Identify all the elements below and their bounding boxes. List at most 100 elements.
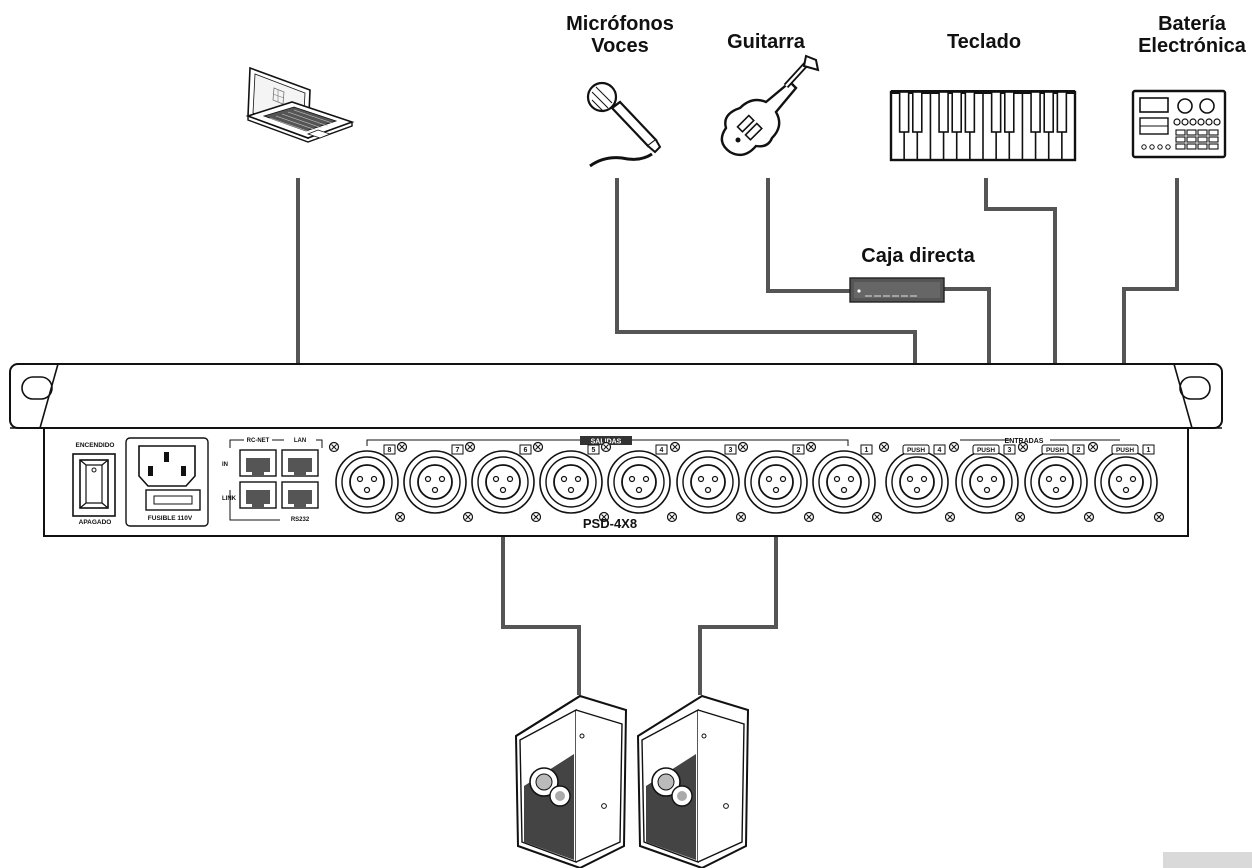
drum-pad xyxy=(1197,136,1208,143)
laptop-icon xyxy=(245,66,355,143)
drum-button xyxy=(1149,144,1155,150)
xlr-input-4[interactable]: 4 PUSH xyxy=(878,441,956,523)
black-key xyxy=(990,91,1002,133)
rack-front-panel xyxy=(9,363,1223,429)
drum-button xyxy=(1157,144,1163,150)
black-key xyxy=(911,91,923,133)
xlr-output-2[interactable]: 2 xyxy=(737,441,815,523)
cable-output-6-speaker xyxy=(501,482,581,695)
power-off-label: APAGADO xyxy=(79,519,112,526)
drum-pad xyxy=(1175,143,1186,150)
xlr-output-1[interactable]: 1 xyxy=(805,441,883,523)
xlr-output-4[interactable]: 4 xyxy=(600,441,678,523)
drum-pad xyxy=(1197,143,1208,150)
keyboard-keys xyxy=(898,91,1068,160)
drum-pad xyxy=(1208,143,1219,150)
xlr-input-2[interactable]: 2 PUSH xyxy=(1017,441,1095,523)
connector-number: 7 xyxy=(456,447,460,454)
model-name: PSD-4X8 xyxy=(583,516,637,531)
connector-number: 3 xyxy=(1008,447,1012,454)
drum-pad xyxy=(1208,129,1219,136)
port-in-label: IN xyxy=(222,462,228,468)
black-key xyxy=(951,91,963,133)
drum-button xyxy=(1165,144,1171,150)
xlr-output-6[interactable]: 6 xyxy=(464,441,542,523)
connector-number: 1 xyxy=(1147,447,1151,454)
black-key xyxy=(1030,91,1041,133)
connector-number: 1 xyxy=(865,447,869,454)
label-microphones-line2: Voces xyxy=(591,35,648,57)
cable-output-2-speaker xyxy=(698,482,778,695)
connector-number: 2 xyxy=(1077,447,1081,454)
drum-pads xyxy=(1141,118,1221,150)
xlr-output-8[interactable]: 8 xyxy=(328,441,406,523)
xlr-input-3[interactable]: 3 PUSH xyxy=(948,441,1026,523)
inputs-label: ENTRADAS xyxy=(1005,438,1044,445)
drum-pad xyxy=(1197,129,1208,136)
rj45-port-lan[interactable] xyxy=(281,449,319,477)
rj45-port-rs232[interactable] xyxy=(281,481,319,509)
connector-number: 4 xyxy=(660,447,664,454)
xlr-output-7[interactable]: 7 xyxy=(396,441,474,523)
di-box xyxy=(849,277,945,303)
label-drums-line1: Batería xyxy=(1158,13,1227,35)
rc-net-label: RC-NET xyxy=(247,438,270,444)
cable-guitar-dibox xyxy=(766,178,852,293)
port-link-label: LINK xyxy=(222,496,237,502)
drum-pad xyxy=(1208,136,1219,143)
lan-label: LAN xyxy=(294,438,306,444)
drum-pad xyxy=(1175,129,1186,136)
connector-number: 2 xyxy=(797,447,801,454)
microphone-icon xyxy=(586,81,662,168)
drum-pad xyxy=(1186,143,1197,150)
drum-pad xyxy=(1175,136,1186,143)
drum-pad xyxy=(1186,129,1197,136)
label-di-box: Caja directa xyxy=(861,245,975,267)
connector-number: 6 xyxy=(524,447,528,454)
black-key xyxy=(898,91,910,133)
fuse-label: FUSIBLE 110V xyxy=(148,515,193,522)
xlr-output-3[interactable]: 3 xyxy=(669,441,747,523)
xlr-inputs: 4 PUSH 3 PUSH 2 PUSH 1 PUSH xyxy=(878,441,1165,523)
corner-block xyxy=(1163,852,1252,868)
connector-number: 4 xyxy=(938,447,942,454)
drum-knob xyxy=(1189,118,1197,126)
xlr-input-1[interactable]: 1 PUSH xyxy=(1087,441,1165,523)
rack-mount-hole-right xyxy=(1179,376,1211,400)
rj45-port-rcnet-in[interactable] xyxy=(239,449,277,477)
power-on-label: ENCENDIDO xyxy=(75,442,114,449)
xlr-output-5[interactable]: 5 xyxy=(532,441,610,523)
connector-number: 3 xyxy=(729,447,733,454)
rj45-port-rcnet-link[interactable] xyxy=(239,481,277,509)
drum-knob xyxy=(1181,118,1189,126)
black-key xyxy=(1043,91,1055,133)
drum-knob xyxy=(1173,118,1181,126)
speaker-icon xyxy=(636,694,750,868)
label-drums-line2: Electrónica xyxy=(1138,35,1247,57)
drum-knob xyxy=(1213,118,1221,126)
push-label: PUSH xyxy=(977,447,995,454)
label-keyboard: Teclado xyxy=(947,31,1021,53)
label-microphones-line1: Micrófonos xyxy=(566,13,674,35)
push-label: PUSH xyxy=(907,447,925,454)
speaker-icon xyxy=(514,694,628,868)
rack-unit: ENCENDIDO APAGADO FUSIBLE 110V RC-NET LA… xyxy=(9,363,1223,537)
push-label: PUSH xyxy=(1116,447,1134,454)
drum-pad xyxy=(1186,136,1197,143)
cable-keyboard-input-2 xyxy=(984,178,1057,480)
push-label: PUSH xyxy=(1046,447,1064,454)
drum-knob xyxy=(1197,118,1205,126)
rs232-label: RS232 xyxy=(291,517,310,523)
xlr-outputs: 8 7 6 5 4 3 2 1 xyxy=(328,441,883,523)
connector-number: 5 xyxy=(592,447,596,454)
black-key xyxy=(1003,91,1015,133)
drum-machine-icon xyxy=(1131,89,1227,159)
black-key xyxy=(938,91,949,133)
drum-button xyxy=(1141,144,1147,150)
black-key xyxy=(1056,91,1068,133)
power-switch[interactable] xyxy=(79,459,109,509)
guitar-icon xyxy=(720,54,820,157)
